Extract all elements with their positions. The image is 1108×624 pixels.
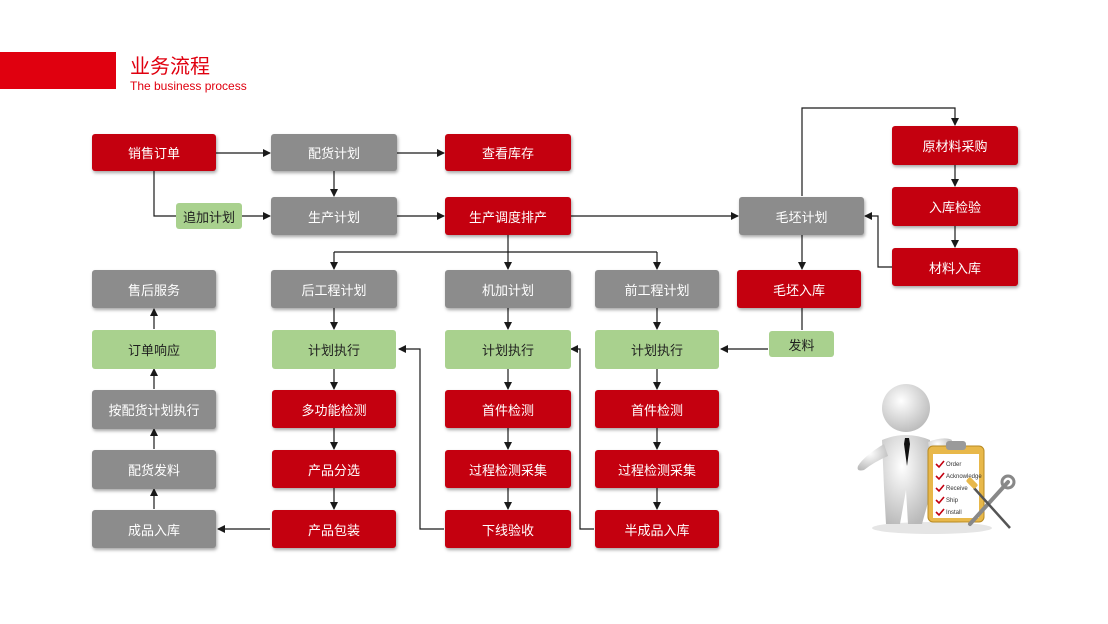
box-dist-issue: 配货发料	[92, 450, 216, 489]
checklist-item-install: Install	[946, 510, 962, 516]
box-exec-by-dist: 按配货计划执行	[92, 390, 216, 429]
box-first-inspect-machining: 首件检测	[445, 390, 571, 428]
box-sales-order: 销售订单	[92, 134, 216, 171]
box-semi-inbound: 半成品入库	[595, 510, 719, 548]
box-prod-schedule: 生产调度排产	[445, 197, 571, 235]
checklist-item-acknowledge: Acknowledge	[946, 474, 982, 480]
box-raw-purchase: 原材料采购	[892, 126, 1018, 165]
box-pre-plan: 前工程计划	[595, 270, 719, 308]
checklist-item-receive: Receive	[946, 486, 968, 492]
person-checklist-illustration: Order Acknowledge Receive Ship Install	[857, 384, 1016, 534]
box-machining-plan: 机加计划	[445, 270, 571, 308]
page-title: 业务流程	[130, 54, 210, 78]
box-blank-inbound: 毛坯入库	[737, 270, 861, 308]
page-subtitle: The business process	[130, 79, 247, 93]
header-accent-bar	[0, 52, 116, 89]
box-order-response: 订单响应	[92, 330, 216, 369]
box-material-inbound: 材料入库	[892, 248, 1018, 286]
box-multi-inspect: 多功能检测	[272, 390, 396, 428]
box-product-pack: 产品包装	[272, 510, 396, 548]
box-blank-plan: 毛坯计划	[739, 197, 864, 235]
box-post-plan: 后工程计划	[271, 270, 397, 308]
box-process-collect-machining: 过程检测采集	[445, 450, 571, 488]
checklist-item-order: Order	[946, 462, 961, 468]
box-prod-plan: 生产计划	[271, 197, 397, 235]
box-product-sort: 产品分选	[272, 450, 396, 488]
box-check-stock: 查看库存	[445, 134, 571, 171]
box-exec-post: 计划执行	[272, 330, 396, 369]
box-finished-inbound: 成品入库	[92, 510, 216, 548]
box-issue-material: 发料	[769, 331, 834, 357]
box-exec-machining: 计划执行	[445, 330, 571, 369]
box-first-inspect-pre: 首件检测	[595, 390, 719, 428]
box-add-plan: 追加计划	[176, 203, 242, 229]
wrench-screwdriver-icon	[966, 474, 1016, 529]
box-offline-accept: 下线验收	[445, 510, 571, 548]
box-exec-pre: 计划执行	[595, 330, 719, 369]
box-inbound-inspect: 入库检验	[892, 187, 1018, 226]
box-process-collect-pre: 过程检测采集	[595, 450, 719, 488]
checklist-item-ship: Ship	[946, 498, 959, 504]
box-after-sales: 售后服务	[92, 270, 216, 308]
box-dist-plan: 配货计划	[271, 134, 397, 171]
